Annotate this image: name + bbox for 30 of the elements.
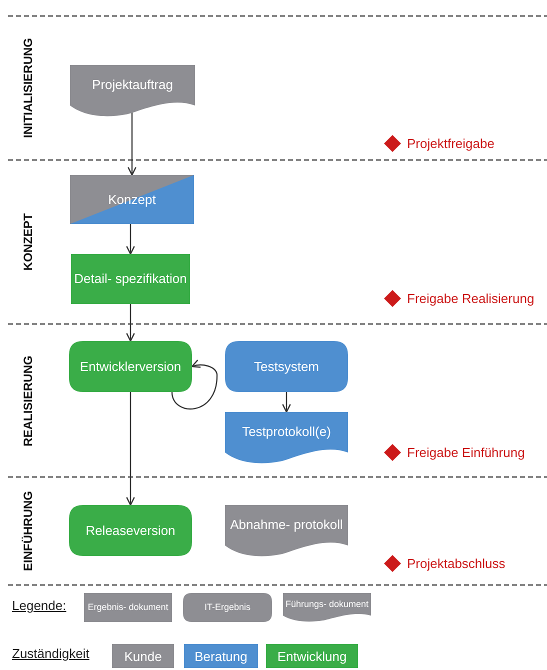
milestone-label: Projektabschluss [407, 556, 506, 572]
arrow [126, 304, 135, 342]
node-label: Testprotokoll(e) [242, 424, 331, 440]
arrow [126, 224, 135, 255]
milestone-label: Freigabe Realisierung [407, 290, 536, 306]
node-label: Führungs- dokument [285, 598, 369, 610]
node-label: Entwicklerversion [80, 358, 182, 374]
legend-swatch: Entwicklung [266, 644, 358, 668]
node-label: Testsystem [254, 358, 319, 374]
phase-label: EINFÜHRUNG [21, 491, 35, 571]
legend-caption: Legende: [12, 598, 66, 613]
legend-caption: Zuständigkeit [12, 646, 90, 661]
node-label: Ergebnis- dokument [88, 602, 168, 613]
phase-label: REALISIERUNG [21, 355, 35, 446]
node-label: Projektauftrag [92, 77, 173, 94]
milestone-label: Freigabe Einführung [407, 444, 526, 460]
legend-swatch: Beratung [184, 644, 258, 668]
node-label: Abnahme- protokoll [230, 517, 343, 534]
node-label: Konzept [108, 192, 156, 208]
arrow [128, 112, 136, 176]
arrow [126, 392, 135, 506]
phase-label: INITIALISIERUNG [21, 38, 35, 138]
arrow [282, 392, 291, 413]
legend-swatch: Kunde [112, 644, 174, 668]
node-label: IT-Ergebnis [204, 602, 251, 613]
node-label: Releaseversion [86, 522, 176, 538]
node-label: Detail- spezifikation [74, 271, 187, 287]
milestone-label: Projektfreigabe [407, 136, 496, 152]
arrow [171, 360, 218, 410]
phase-label: KONZEPT [21, 213, 35, 271]
